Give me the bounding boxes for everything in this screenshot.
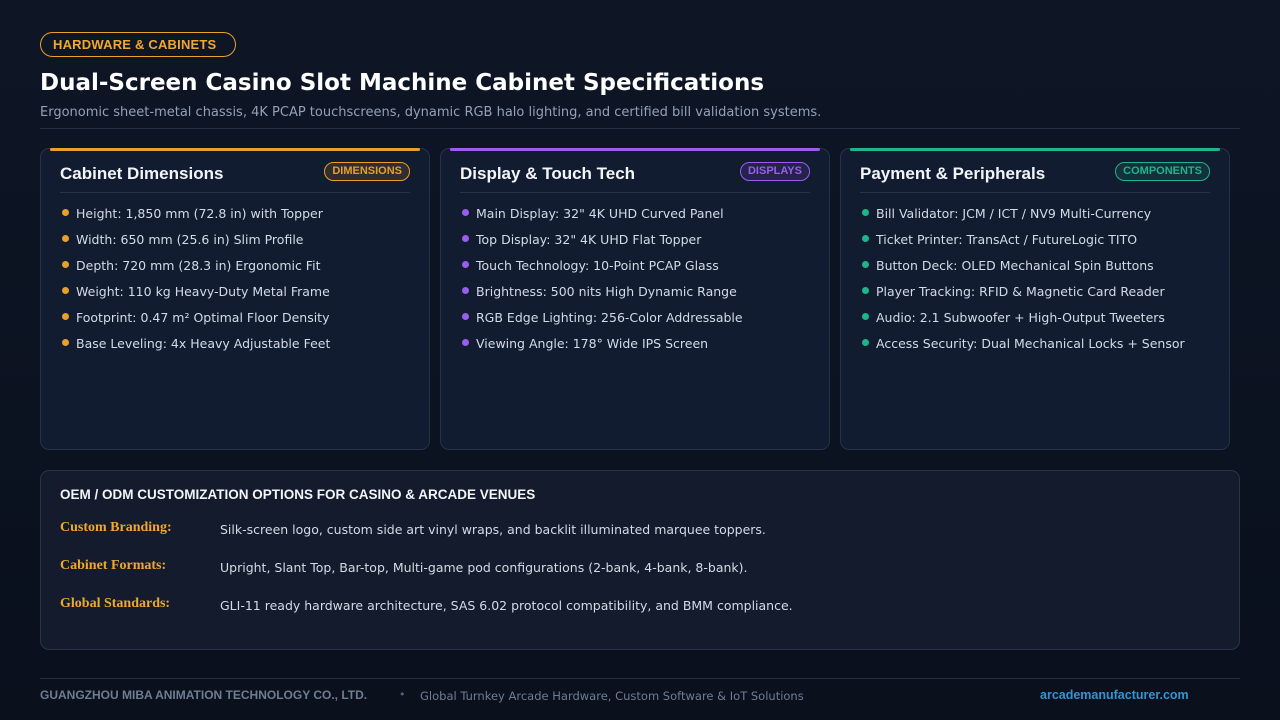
spec-item-text: Height: 1,850 mm (72.8 in) with Topper xyxy=(76,206,323,221)
bullet-dot-icon xyxy=(462,287,469,294)
bullet-dot-icon xyxy=(862,287,869,294)
spec-item: Bill Validator: JCM / ICT / NV9 Multi-Cu… xyxy=(862,205,1185,231)
spec-item-text: Audio: 2.1 Subwoofer + High-Output Tweet… xyxy=(876,310,1165,325)
card-title: Display & Touch Tech xyxy=(460,164,636,183)
spec-item-text: Width: 650 mm (25.6 in) Slim Profile xyxy=(76,232,304,247)
footer-tagline: Global Turnkey Arcade Hardware, Custom S… xyxy=(420,689,804,703)
spec-item: Footprint: 0.47 m² Optimal Floor Density xyxy=(62,309,330,335)
page-subtitle: Ergonomic sheet-metal chassis, 4K PCAP t… xyxy=(40,105,822,120)
spec-item-text: Ticket Printer: TransAct / FutureLogic T… xyxy=(876,232,1138,247)
bullet-dot-icon xyxy=(462,313,469,320)
spec-item-text: Top Display: 32" 4K UHD Flat Topper xyxy=(476,232,702,247)
oem-row-branding: Custom Branding: Silk-screen logo, custo… xyxy=(60,520,1220,544)
card-title: Payment & Peripherals xyxy=(860,164,1046,183)
website-link[interactable]: arcademanufacturer.com xyxy=(1040,688,1189,702)
spec-item: Ticket Printer: TransAct / FutureLogic T… xyxy=(862,231,1185,257)
card-accent-bar xyxy=(850,148,1220,151)
category-badge: HARDWARE & CABINETS xyxy=(40,32,236,57)
oem-panel: OEM / ODM CUSTOMIZATION OPTIONS FOR CASI… xyxy=(40,470,1240,650)
spec-item: Viewing Angle: 178° Wide IPS Screen xyxy=(462,335,743,361)
spec-item: Height: 1,850 mm (72.8 in) with Topper xyxy=(62,205,330,231)
bullet-dot-icon xyxy=(462,261,469,268)
spec-item-text: Main Display: 32" 4K UHD Curved Panel xyxy=(476,206,724,221)
spec-item-text: Player Tracking: RFID & Magnetic Card Re… xyxy=(876,284,1165,299)
card-divider xyxy=(860,192,1210,193)
spec-item: Audio: 2.1 Subwoofer + High-Output Tweet… xyxy=(862,309,1185,335)
spec-item-text: Access Security: Dual Mechanical Locks +… xyxy=(876,336,1185,351)
bullet-dot-icon xyxy=(862,235,869,242)
footer-company: GUANGZHOU MIBA ANIMATION TECHNOLOGY CO.,… xyxy=(40,688,368,702)
spec-item: Main Display: 32" 4K UHD Curved Panel xyxy=(462,205,743,231)
oem-row-standards: Global Standards: GLI-11 ready hardware … xyxy=(60,596,1220,620)
spec-item-text: Touch Technology: 10-Point PCAP Glass xyxy=(476,258,719,273)
bullet-dot-icon xyxy=(862,339,869,346)
cabinet-dimensions-card: Cabinet Dimensions DIMENSIONS Height: 1,85… xyxy=(40,148,430,450)
spec-item-text: RGB Edge Lighting: 256-Color Addressable xyxy=(476,310,743,325)
card-badge: DIMENSIONS xyxy=(324,162,410,181)
spec-item: Access Security: Dual Mechanical Locks +… xyxy=(862,335,1185,361)
display-touch-card: Display & Touch Tech DISPLAYS Main Display… xyxy=(440,148,830,450)
oem-value: GLI-11 ready hardware architecture, SAS … xyxy=(220,598,793,613)
card-accent-bar xyxy=(50,148,420,151)
card-badge: DISPLAYS xyxy=(739,162,810,181)
bullet-dot-icon xyxy=(462,339,469,346)
bullet-dot-icon xyxy=(62,313,69,320)
payment-peripherals-card: Payment & Peripherals COMPONENTS Bill Vali… xyxy=(840,148,1230,450)
spec-item: Weight: 110 kg Heavy-Duty Metal Frame xyxy=(62,283,330,309)
oem-row-formats: Cabinet Formats: Upright, Slant Top, Bar… xyxy=(60,558,1220,582)
spec-item-text: Depth: 720 mm (28.3 in) Ergonomic Fit xyxy=(76,258,321,273)
oem-label: Global Standards: xyxy=(60,596,171,611)
bullet-dot-icon xyxy=(62,235,69,242)
bullet-dot-icon xyxy=(462,209,469,216)
spec-item-text: Viewing Angle: 178° Wide IPS Screen xyxy=(476,336,709,351)
spec-item-text: Weight: 110 kg Heavy-Duty Metal Frame xyxy=(76,284,330,299)
card-accent-bar xyxy=(450,148,820,151)
spec-item: Player Tracking: RFID & Magnetic Card Re… xyxy=(862,283,1185,309)
spec-item-text: Brightness: 500 nits High Dynamic Range xyxy=(476,284,737,299)
spec-item: RGB Edge Lighting: 256-Color Addressable xyxy=(462,309,743,335)
bullet-dot-icon xyxy=(62,261,69,268)
bullet-dot-icon xyxy=(862,261,869,268)
oem-title: OEM / ODM CUSTOMIZATION OPTIONS FOR CASI… xyxy=(60,487,536,502)
bullet-dot-icon xyxy=(462,235,469,242)
spec-item-text: Button Deck: OLED Mechanical Spin Button… xyxy=(876,258,1154,273)
spec-item-text: Bill Validator: JCM / ICT / NV9 Multi-Cu… xyxy=(876,206,1152,221)
oem-value: Silk-screen logo, custom side art vinyl … xyxy=(220,522,766,537)
footer-divider xyxy=(40,678,1240,679)
spec-item: Base Leveling: 4x Heavy Adjustable Feet xyxy=(62,335,330,361)
spec-item: Width: 650 mm (25.6 in) Slim Profile xyxy=(62,231,330,257)
spec-item: Brightness: 500 nits High Dynamic Range xyxy=(462,283,743,309)
card-title: Cabinet Dimensions xyxy=(60,164,224,183)
bullet-dot-icon xyxy=(62,209,69,216)
bullet-dot-icon xyxy=(862,313,869,320)
spec-item-text: Footprint: 0.47 m² Optimal Floor Density xyxy=(76,310,330,325)
bullet-dot-icon xyxy=(62,339,69,346)
card-divider xyxy=(60,192,410,193)
footer-separator: • xyxy=(399,688,406,701)
oem-label: Custom Branding: xyxy=(60,520,172,535)
oem-label: Cabinet Formats: xyxy=(60,558,167,573)
spec-item: Depth: 720 mm (28.3 in) Ergonomic Fit xyxy=(62,257,330,283)
spec-item: Button Deck: OLED Mechanical Spin Button… xyxy=(862,257,1185,283)
header-divider xyxy=(40,128,1240,129)
spec-item: Top Display: 32" 4K UHD Flat Topper xyxy=(462,231,743,257)
spec-item: Touch Technology: 10-Point PCAP Glass xyxy=(462,257,743,283)
bullet-dot-icon xyxy=(62,287,69,294)
page-title: Dual-Screen Casino Slot Machine Cabinet … xyxy=(40,70,765,96)
bullet-dot-icon xyxy=(862,209,869,216)
spec-item-text: Base Leveling: 4x Heavy Adjustable Feet xyxy=(76,336,331,351)
card-divider xyxy=(460,192,810,193)
card-badge: COMPONENTS xyxy=(1115,162,1210,181)
oem-value: Upright, Slant Top, Bar-top, Multi-game … xyxy=(220,560,748,575)
spec-list: Bill Validator: JCM / ICT / NV9 Multi-Cu… xyxy=(862,205,1185,361)
